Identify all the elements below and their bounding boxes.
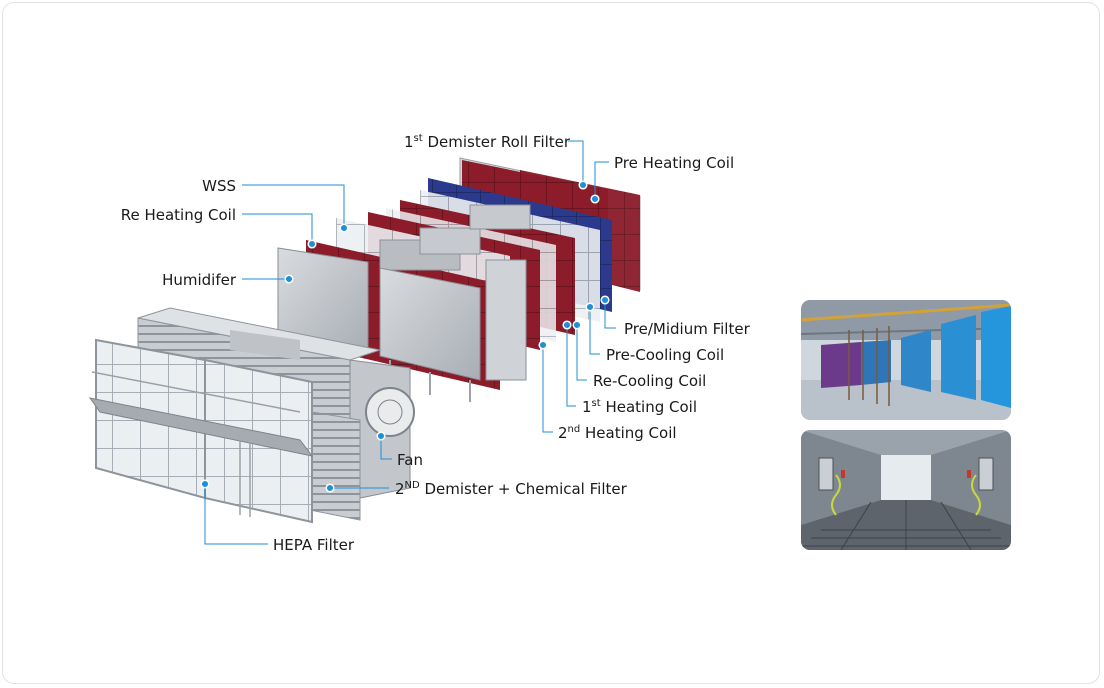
callout-dot <box>600 295 610 305</box>
label-fan: Fan <box>397 451 423 469</box>
corridor-photo <box>801 430 1011 550</box>
label-humidifer: Humidifer <box>162 271 237 289</box>
callout-dot <box>538 340 548 350</box>
label-1st-heating-coil: 1st Heating Coil <box>582 398 697 416</box>
callout-dot <box>376 431 386 441</box>
callout-dot <box>307 239 317 249</box>
label-hepa-filter: HEPA Filter <box>273 536 355 554</box>
callout-dot <box>578 180 588 190</box>
factory-photo <box>801 300 1011 420</box>
callout-dot <box>590 194 600 204</box>
label-wss: WSS <box>202 177 236 195</box>
callout-dot <box>339 223 349 233</box>
label-re-cooling-coil: Re-Cooling Coil <box>593 372 706 390</box>
callout-dot <box>325 483 335 493</box>
photo-icon <box>801 430 1011 550</box>
label-re-heating-coil: Re Heating Coil <box>121 206 236 224</box>
callout-dot <box>284 274 294 284</box>
callout-dots <box>200 180 610 493</box>
label-pre-cooling-coil: Pre-Cooling Coil <box>606 346 724 364</box>
label-demister-chemical-filter: 2ND Demister + Chemical Filter <box>395 480 628 498</box>
label-pre-midium-filter: Pre/Midium Filter <box>624 320 751 338</box>
component-labels: 1st Demister Roll Filter Pre Heating Coi… <box>121 133 751 554</box>
callout-dot <box>200 479 210 489</box>
label-demister-roll-filter: 1st Demister Roll Filter <box>404 133 571 151</box>
photo-icon <box>801 300 1011 420</box>
callout-dot <box>585 302 595 312</box>
callout-dot <box>562 320 572 330</box>
label-2nd-heating-coil: 2nd Heating Coil <box>558 424 677 442</box>
leader-lines <box>204 140 616 545</box>
callout-dot <box>572 320 582 330</box>
label-pre-heating-coil: Pre Heating Coil <box>614 154 734 172</box>
